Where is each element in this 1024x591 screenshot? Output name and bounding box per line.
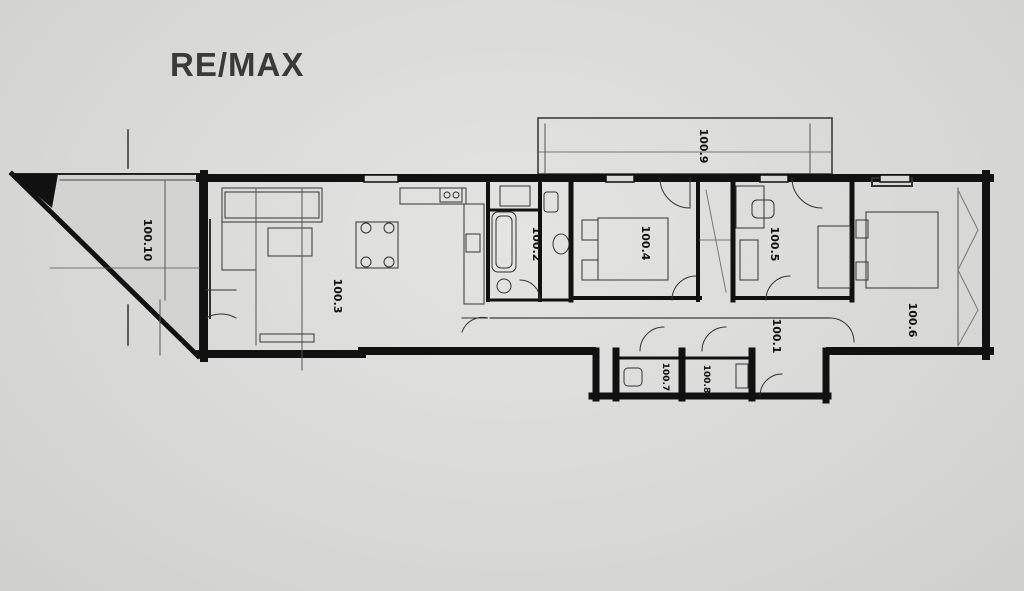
bathroom-fixtures: [491, 185, 570, 301]
terrace-area: [8, 129, 202, 361]
room-label-100-1: 100.1: [770, 319, 783, 354]
room-label-100-7: 100.7: [660, 363, 670, 391]
room-label-100-5: 100.5: [768, 227, 781, 262]
balcony-area: [537, 117, 833, 175]
room-label-100-8: 100.8: [701, 365, 711, 393]
outer-walls: [196, 170, 994, 362]
living-kitchen-furniture: [205, 187, 489, 371]
lower-block-walls: [588, 347, 832, 404]
interior-walls: [486, 175, 855, 319]
room-label-100-6: 100.6: [906, 303, 919, 338]
bedroom-2-furniture: [735, 177, 851, 301]
room-label-100-10: 100.10: [141, 219, 154, 262]
room-label-100-4: 100.4: [639, 226, 652, 261]
bedroom-1-furniture: [581, 177, 731, 301]
window-marks: [363, 174, 911, 183]
lower-wc-fixtures: [623, 326, 783, 397]
remax-logo: RE/MAX: [170, 46, 305, 83]
room-label-100-3: 100.3: [331, 279, 344, 314]
room-label-100-2: 100.2: [530, 227, 543, 262]
room-labels: 100.10 100.3 100.2 100.4 100.5 100.6 100…: [141, 129, 919, 394]
room-label-100-9: 100.9: [697, 129, 710, 164]
